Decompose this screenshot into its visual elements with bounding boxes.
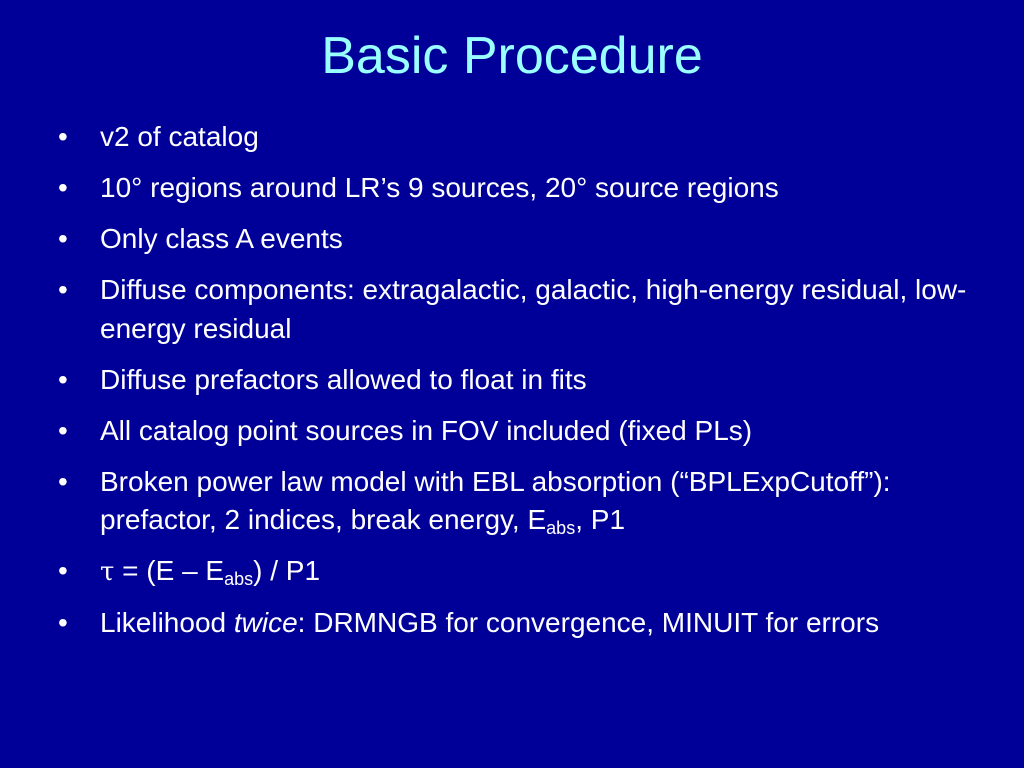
bullet-text-b: : DRMNGB for convergence, MINUIT for err… [297, 607, 880, 638]
bullet-text-after: , P1 [575, 504, 626, 535]
tau-symbol: τ [100, 557, 115, 587]
bullet-icon: • [58, 172, 68, 203]
list-item: • τ = (E – Eabs) / P1 [58, 552, 978, 592]
bullet-list: • v2 of catalog • 10° regions around LR’… [58, 118, 978, 655]
bullet-text: v2 of catalog [100, 121, 259, 152]
bullet-text: Diffuse components: extragalactic, galac… [100, 274, 967, 344]
bullet-text: Diffuse prefactors allowed to float in f… [100, 363, 587, 395]
bullet-icon: • [58, 363, 68, 395]
bullet-icon: • [58, 274, 68, 305]
list-item: • Broken power law model with EBL absorp… [58, 463, 978, 540]
list-item: • v2 of catalog [58, 118, 978, 157]
bullet-text-b: ) / P1 [253, 555, 321, 586]
slide-title: Basic Procedure [321, 27, 703, 85]
list-item: • Diffuse prefactors allowed to float in… [58, 361, 978, 400]
bullet-text-a: = (E – E [114, 555, 225, 586]
list-item: • 10° regions around LR’s 9 sources, 20°… [58, 169, 978, 208]
subscript-abs: abs [546, 518, 576, 538]
emphasis-twice: twice [233, 607, 298, 638]
bullet-text-a: Likelihood [100, 607, 234, 638]
bullet-icon: • [58, 414, 68, 446]
list-item: • Likelihood twice: DRMNGB for convergen… [58, 604, 978, 643]
subscript-abs: abs [224, 569, 254, 589]
bullet-text: Likelihood twice: DRMNGB for convergence… [100, 604, 978, 643]
bullet-text: Only class A events [100, 223, 343, 254]
bullet-text-main: Broken power law model with EBL absorpti… [100, 465, 891, 536]
list-item: • Only class A events [58, 220, 978, 259]
bullet-icon: • [58, 121, 68, 152]
bullet-text: τ = (E – Eabs) / P1 [100, 552, 978, 592]
bullet-text: Broken power law model with EBL absorpti… [100, 463, 978, 540]
bullet-icon: • [58, 465, 68, 497]
bullet-icon: • [58, 607, 68, 638]
bullet-text: 10° regions around LR’s 9 sources, 20° s… [100, 172, 779, 203]
bullet-text: All catalog point sources in FOV include… [100, 414, 753, 446]
bullet-icon: • [58, 223, 68, 254]
bullet-icon: • [58, 555, 68, 586]
list-item: • Diffuse components: extragalactic, gal… [58, 271, 978, 348]
list-item: • All catalog point sources in FOV inclu… [58, 412, 978, 451]
